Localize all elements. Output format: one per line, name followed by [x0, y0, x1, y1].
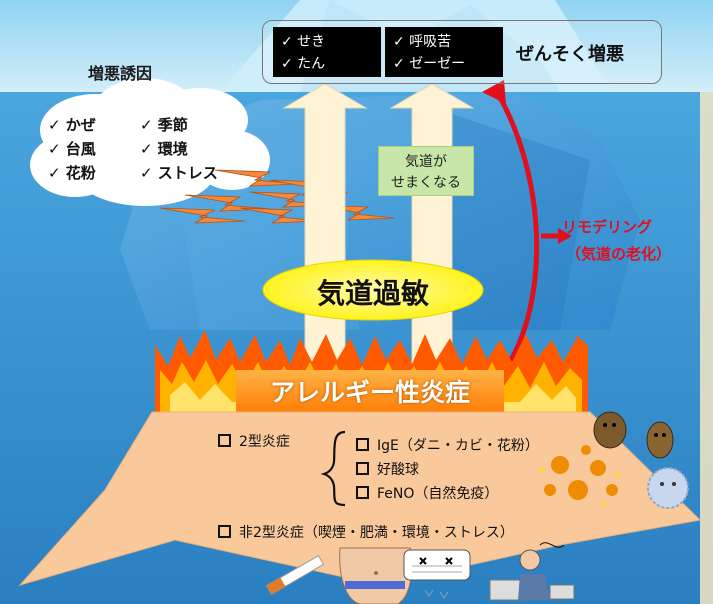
stressed-worker-icon: [489, 542, 575, 601]
cigarette-icon: [265, 554, 325, 596]
trigger-pollen: ✓ 花粉: [48, 164, 96, 182]
type2-item: 2型炎症: [218, 431, 290, 451]
germs-icon: [539, 445, 621, 507]
right-edge-strip: [700, 92, 713, 604]
trigger-cold: ✓ かぜ: [48, 116, 96, 134]
remodeling-sublabel: （気道の老化）: [566, 245, 672, 263]
type2-label: 2型炎症: [239, 434, 290, 450]
checkbox-square-icon: [356, 461, 369, 475]
symptom-cough: ✓ せき: [281, 34, 326, 50]
exacerbation-label: ぜんそく増悪: [516, 44, 624, 65]
belly-icon: [339, 547, 412, 604]
checkbox-square-icon: [356, 485, 369, 499]
type2-brace: [320, 430, 346, 507]
trigger-environment: ✓ 環境: [140, 140, 188, 158]
checkbox-square-icon: [218, 524, 231, 538]
symptom-panel: ✓ せき ✓ たん ✓ 呼吸苦 ✓ ゼーゼー: [262, 20, 662, 84]
symptom-phlegm: ✓ たん: [281, 56, 326, 72]
feno-label: FeNO（自然免疫）: [377, 486, 499, 502]
arrow-left: [282, 83, 368, 389]
hypersensitivity-ellipse: [262, 259, 484, 321]
trigger-stress: ✓ ストレス: [140, 164, 218, 182]
airway-narrowing-box: 気道が せまくなる: [378, 146, 474, 196]
narrow-line-1: 気道が: [405, 154, 447, 170]
type2-feno: FeNO（自然免疫）: [356, 483, 498, 503]
dust-mite-icon: [593, 411, 674, 459]
checkbox-square-icon: [356, 437, 369, 451]
trigger-typhoon: ✓ 台風: [48, 140, 96, 158]
allergy-bar: [236, 370, 504, 416]
trigger-heading: 増悪誘因: [88, 64, 153, 83]
type2-ige: IgE（ダニ・カビ・花粉）: [356, 435, 539, 455]
non-type2-label: 非2型炎症（喫煙・肥満・環境・ストレス）: [239, 525, 514, 541]
symptom-column-2: ✓ 呼吸苦 ✓ ゼーゼー: [385, 27, 503, 77]
non-type2-item: 非2型炎症（喫煙・肥満・環境・ストレス）: [218, 522, 514, 542]
remodeling-label: リモデリング: [562, 218, 653, 236]
allergic-inflammation-label: アレルギー性炎症: [269, 378, 470, 407]
air-conditioner-icon: [403, 549, 471, 599]
ige-label: IgE（ダニ・カビ・花粉）: [377, 438, 539, 454]
narrow-line-2: せまくなる: [391, 175, 461, 191]
remodeling-curve: [493, 88, 540, 367]
checkbox-square-icon: [218, 433, 231, 447]
symptom-wheeze: ✓ ゼーゼー: [393, 56, 466, 72]
arrow-right: [389, 83, 475, 389]
symptom-dyspnea: ✓ 呼吸苦: [393, 34, 452, 50]
mold-icon: [647, 467, 689, 509]
type2-eosinophil: 好酸球: [356, 459, 419, 479]
trigger-season: ✓ 季節: [140, 116, 188, 134]
hypersensitivity-label: 気道過敏: [316, 277, 429, 310]
eosinophil-label: 好酸球: [377, 462, 419, 478]
arrows-up: [282, 83, 475, 389]
symptom-column-1: ✓ せき ✓ たん: [273, 27, 381, 77]
